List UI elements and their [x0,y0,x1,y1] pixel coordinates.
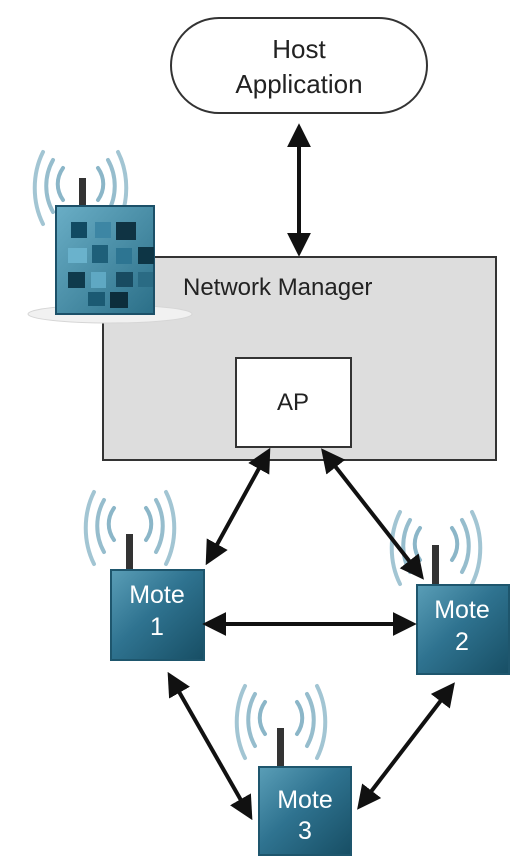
mote1-mote3-connection [167,671,253,821]
mote-3-node: Mote 3 [234,684,352,856]
mote-2-node: Mote 2 [389,510,510,675]
network-manager-label: Network Manager [183,274,372,301]
mote-2-label-line1: Mote [434,596,490,624]
mote-1-label-line1: Mote [129,581,185,609]
mote-1-node: Mote 1 [83,490,205,661]
ap-mote1-connection [205,447,271,566]
ap-mote2-connection [321,448,424,580]
network-manager-node: Network Manager AP [102,256,497,461]
mote-1-label-line2: 1 [150,613,164,641]
host-label-line2: Application [235,69,362,99]
mote-2-label-line2: 2 [455,628,469,656]
mote-3-label-line1: Mote [277,786,333,814]
host-application-node: Host Application [170,17,428,114]
host-label-line1: Host [272,34,326,64]
mote2-mote3-connection [357,682,455,810]
network-manager-device-icon [27,150,193,324]
ap-label: AP [277,389,309,416]
mote-3-label-line2: 3 [298,817,312,845]
ap-node: AP [235,357,352,448]
